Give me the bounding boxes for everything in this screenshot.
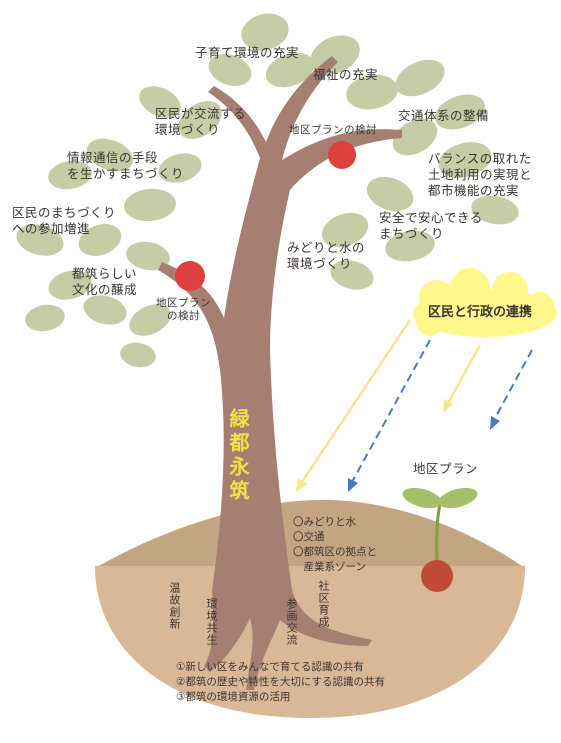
leaf-label-safety: 安全で安心できる まちづくり — [379, 210, 483, 241]
leaf — [321, 212, 369, 248]
leaf — [265, 52, 315, 88]
ground-bullet: 〇都筑区の拠点と 産業系ゾーン — [293, 546, 377, 573]
leaf — [438, 142, 492, 178]
fruit — [175, 261, 205, 291]
leaf — [366, 176, 414, 212]
leaf-label-green-water: みどりと水の 環境づくり — [287, 240, 366, 271]
cloud-shape — [413, 268, 557, 337]
leaf — [241, 13, 289, 51]
leaf — [139, 86, 181, 118]
fruit-label-upper: 地区プランの検討 — [289, 124, 377, 136]
trunk-title: 緑都永筑 — [226, 408, 250, 504]
leaf — [178, 100, 222, 140]
foundation-list: ①新しい区をみんなで育てる認識の共有 ②都筑の歴史や特性を大切にする認識の共有 … — [176, 660, 385, 705]
leaf — [208, 54, 252, 86]
leaf — [16, 224, 64, 256]
ground-hill — [95, 499, 525, 568]
leaf — [83, 295, 127, 325]
leaf — [124, 188, 176, 222]
ground-bullet: 〇みどりと水 — [293, 516, 356, 528]
leaf-label-landuse: バランスの取れた 土地利用の実現と 都市機能の充実 — [428, 151, 533, 198]
leaf — [78, 224, 122, 256]
sprout — [402, 487, 478, 592]
root-label-kankyo: 環境共生 — [205, 598, 218, 646]
fruit — [328, 141, 356, 169]
sprout-label: 地区プラン — [413, 461, 479, 476]
root-label-onko: 温故創新 — [168, 582, 181, 630]
tree-trunk — [158, 56, 402, 690]
leaf-label-info: 情報通信の手段 を生かすまちづくり — [67, 150, 185, 181]
leaf-label-culture: 都筑らしい 文化の醸成 — [72, 266, 138, 297]
ground-bullets: 〇みどりと水 〇交通 〇都筑区の拠点と 産業系ゾーン — [293, 515, 377, 575]
arrows — [296, 319, 533, 492]
leaf — [129, 304, 171, 336]
foundation-item: ③都筑の環境資源の活用 — [176, 691, 291, 703]
leaf-label-transport: 交通体系の整備 — [398, 108, 490, 123]
leaf — [330, 260, 374, 290]
leaf — [126, 241, 170, 271]
soil-bowl — [95, 566, 525, 718]
foundation-item: ②都筑の歴史や特性を大切にする認識の共有 — [176, 676, 386, 688]
cloud-label: 区民と行政の連携 — [428, 305, 533, 320]
leaf — [120, 342, 156, 368]
leaf-cluster — [16, 13, 519, 368]
leaf — [25, 304, 65, 332]
leaf — [392, 118, 438, 156]
leaf — [395, 59, 445, 97]
leaf-label-exchange: 区民が交流する 環境づくり — [155, 106, 247, 137]
leaf — [346, 74, 398, 110]
fruit-label-lower: 地区プラン の検討 — [156, 297, 211, 322]
leaf-label-participation: 区民のまちづくり への参加増進 — [12, 205, 117, 236]
leaf — [158, 153, 202, 183]
leaf-label-childcare: 子育て環境の充実 — [195, 45, 300, 60]
leaf-label-welfare: 福祉の充実 — [313, 67, 379, 82]
leaf — [434, 94, 486, 130]
ground-bullet: 〇交通 — [293, 531, 325, 543]
foundation-item: ①新しい区をみんなで育てる認識の共有 — [176, 661, 364, 673]
leaf — [48, 270, 92, 300]
root-label-shaku: 社区育成 — [317, 580, 330, 628]
leaf — [48, 160, 92, 190]
leaf — [385, 230, 435, 262]
leaf — [471, 195, 519, 225]
leaf — [86, 138, 134, 172]
root-label-sankaku: 参画交流 — [285, 598, 298, 646]
